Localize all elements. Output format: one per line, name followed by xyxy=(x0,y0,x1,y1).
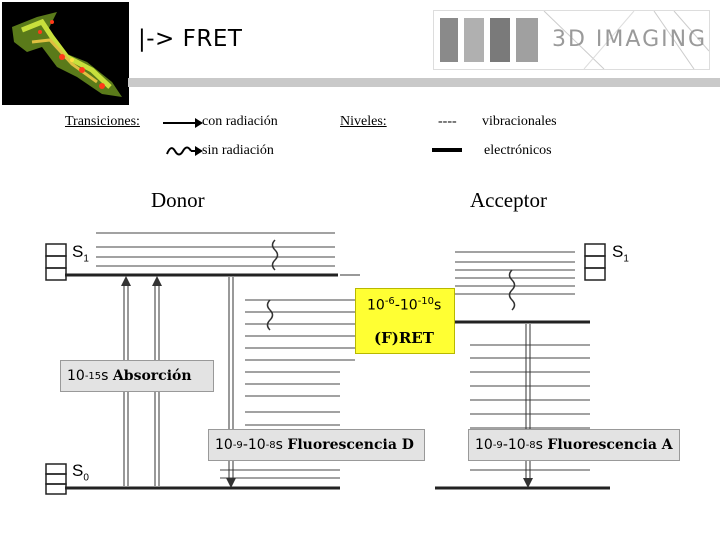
vibrational-label: vibracionales xyxy=(482,114,557,129)
acceptor-heading: Acceptor xyxy=(470,188,547,212)
brand-text: 3D IMAGING xyxy=(552,27,708,52)
radiative-label: con radiación xyxy=(202,114,278,129)
donor-s0-vibrational-levels xyxy=(220,299,355,479)
fluorescence-d-arrowhead xyxy=(226,478,236,488)
fret-box: 10-6-10-10s (F)RET xyxy=(355,288,455,354)
acceptor-relaxation-wave xyxy=(508,269,516,311)
donor-s1-label: S1 xyxy=(72,242,89,265)
absorption-arrowheads xyxy=(121,276,162,286)
nonradiative-label: sin radiación xyxy=(202,143,274,158)
levels-label: Niveles: xyxy=(340,114,387,129)
electronic-label: electrónicos xyxy=(484,143,552,158)
donor-s1-orbital-boxes xyxy=(45,243,67,281)
imaging-logo-icon xyxy=(440,10,710,70)
fret-time: 10-6-10-10s xyxy=(367,296,442,314)
vibrational-dashes: ---- xyxy=(438,114,457,129)
header-divider xyxy=(128,78,720,87)
transitions-label: Transiciones: xyxy=(65,114,140,129)
fret-microscopy-thumbnail xyxy=(2,2,129,105)
acceptor-s1-vibrational-levels xyxy=(455,251,575,295)
arrow-radiative-icon xyxy=(163,118,203,128)
page-title: |-> FRET xyxy=(138,26,243,52)
donor-relaxation-wave xyxy=(271,239,279,271)
cell-image-icon xyxy=(2,2,129,105)
donor-s0-orbital-boxes xyxy=(45,463,67,495)
brand-logo: 3D IMAGING xyxy=(433,10,710,70)
electronic-level-swatch xyxy=(432,148,462,152)
arrow-nonradiative-icon xyxy=(166,146,203,156)
acceptor-s1-label: S1 xyxy=(612,242,629,265)
donor-s1-vibrational-levels xyxy=(96,232,335,267)
fluorescence-a-arrowhead xyxy=(523,478,533,488)
fret-name: (F)RET xyxy=(374,329,434,347)
acceptor-s1-orbital-boxes xyxy=(584,243,606,281)
donor-heading: Donor xyxy=(151,188,205,212)
donor-s0-label: S0 xyxy=(72,461,89,484)
donor-s0-relaxation-wave xyxy=(266,299,274,331)
